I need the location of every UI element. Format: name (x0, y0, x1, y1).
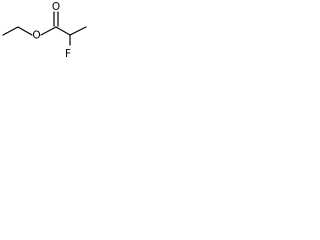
bond-carbonyl-c-alpha-c (55, 26, 71, 36)
carbonyl-oxygen-label: O (52, 1, 60, 13)
ester-oxygen-label: O (32, 30, 40, 42)
bond-alpha-c-methyl (69, 26, 87, 36)
structure-diagram: O O F (2, 1, 87, 60)
bond-ch2-ester-o (17, 26, 33, 36)
fluorine-label: F (65, 48, 71, 60)
bond-ester-o-carbonyl-c (40, 26, 57, 36)
bond-ch3-ch2 (2, 26, 19, 36)
